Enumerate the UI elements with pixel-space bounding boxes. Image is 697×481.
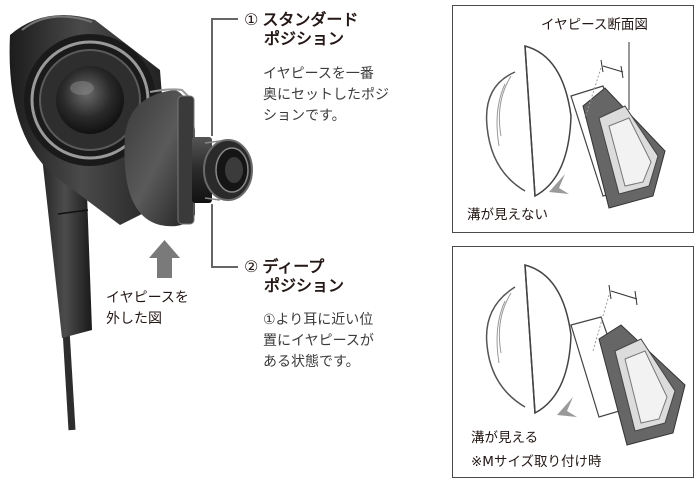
deep-title-line2: ポジション (264, 276, 345, 295)
arrow-up-icon (149, 240, 180, 278)
cross-section-title: イヤピース断面図 (541, 17, 648, 33)
removed-eartip-caption: イヤピースを 外した図 (106, 290, 189, 327)
deep-title-line1: ディープ (262, 257, 325, 276)
leader-line-deep (211, 204, 238, 268)
leader-line-standard (211, 18, 238, 136)
standard-position-description: イヤピースを一番 奥にセットしたポジ ションです。 (263, 66, 389, 124)
ear-body (124, 90, 195, 227)
cross-section-panel-top: イヤピース断面図 溝が見えない (452, 5, 694, 233)
groove-visible-label: 溝が見える (471, 430, 539, 446)
standard-title-line2: ポジション (264, 29, 345, 48)
driver-cap (56, 66, 124, 134)
cross-section-panel-bottom: 溝が見える ※Mサイズ取り付け時 (452, 246, 694, 478)
circled-number-1: ① (244, 10, 259, 29)
cross-section-top-drawing (485, 42, 666, 209)
pointer-arrow-icon (549, 174, 569, 194)
cross-section-bottom-drawing (485, 264, 686, 446)
size-note: ※Mサイズ取り付け時 (471, 454, 602, 470)
groove-not-visible-label: 溝が見えない (467, 207, 548, 223)
pointer-arrow-icon (557, 397, 577, 417)
cable (62, 329, 76, 431)
circled-number-2: ② (244, 257, 259, 276)
deep-position-description: ①より耳に近い位 置にイヤピースが ある状態です。 (263, 312, 374, 370)
standard-title-line1: スタンダード (262, 10, 359, 29)
